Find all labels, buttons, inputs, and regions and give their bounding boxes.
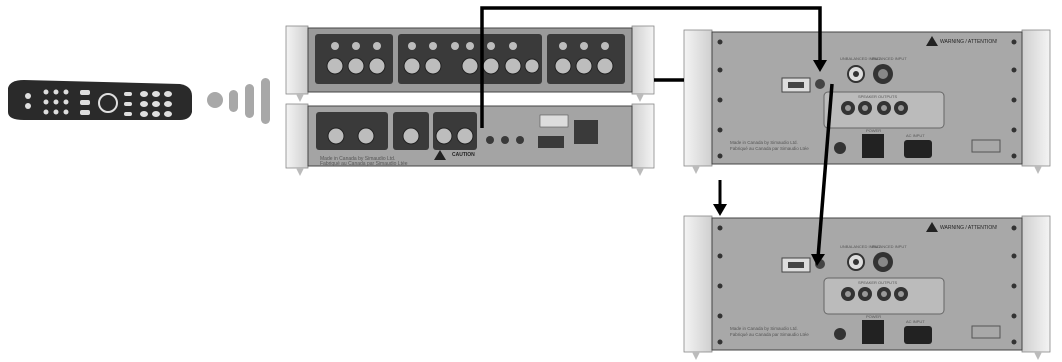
cable-amp1-to-amp2 xyxy=(816,83,834,259)
preamp-power-supply-chassis: Made in Canada by Simaudio Ltd. Fabriqué… xyxy=(285,103,655,176)
preamp-caution-label: CAUTION xyxy=(452,152,475,158)
ir-signal-waves xyxy=(207,78,270,124)
arrow-into-amp1 xyxy=(813,60,827,72)
amp2-power-label: POWER xyxy=(866,314,881,319)
amp2-unbalanced-label: UNBALANCED INPUT xyxy=(840,244,881,249)
amplifier-2: WARNING / ATTENTION! UNBALANCED INPUT BA… xyxy=(683,215,1051,360)
preamp-made-in-line2: Fabriqué au Canada par Simaudio Ltée xyxy=(320,161,408,167)
cable-arrows xyxy=(811,60,827,266)
amplifier-1: WARNING / ATTENTION! UNBALANCED INPUT BA… xyxy=(683,29,1051,174)
amp1-balanced-label: BALANCED INPUT xyxy=(872,56,907,61)
amp2-ac-input-label: AC INPUT xyxy=(906,319,925,324)
amp2-made-in-line2: Fabriqué au Canada par Simaudio Ltée xyxy=(730,332,809,337)
amp2-speaker-label: SPEAKER OUTPUTS xyxy=(858,280,897,285)
amp1-unbalanced-label: UNBALANCED INPUT xyxy=(840,56,881,61)
amp1-made-in-line2: Fabriqué au Canada par Simaudio Ltée xyxy=(730,146,809,151)
control-cables xyxy=(480,6,834,259)
cable-preamp-to-amp1 xyxy=(480,6,822,128)
down-arrow-icon xyxy=(713,180,727,216)
amp1-ac-input-label: AC INPUT xyxy=(906,133,925,138)
amp2-warning-title: WARNING / ATTENTION! xyxy=(940,225,997,231)
amp2-balanced-label: BALANCED INPUT xyxy=(872,244,907,249)
amp1-warning-title: WARNING / ATTENTION! xyxy=(940,39,997,45)
preamp-top-chassis xyxy=(285,25,655,102)
preamp-made-in-line1: Made in Canada by Simaudio Ltd. xyxy=(320,156,395,162)
amp1-speaker-label: SPEAKER OUTPUTS xyxy=(858,94,897,99)
amp1-made-in-line1: Made in Canada by Simaudio Ltd. xyxy=(730,140,798,145)
amp2-made-in-line1: Made in Canada by Simaudio Ltd. xyxy=(730,326,798,331)
arrow-into-amp2 xyxy=(811,254,825,266)
remote-control xyxy=(8,80,192,120)
amp1-power-label: POWER xyxy=(866,128,881,133)
